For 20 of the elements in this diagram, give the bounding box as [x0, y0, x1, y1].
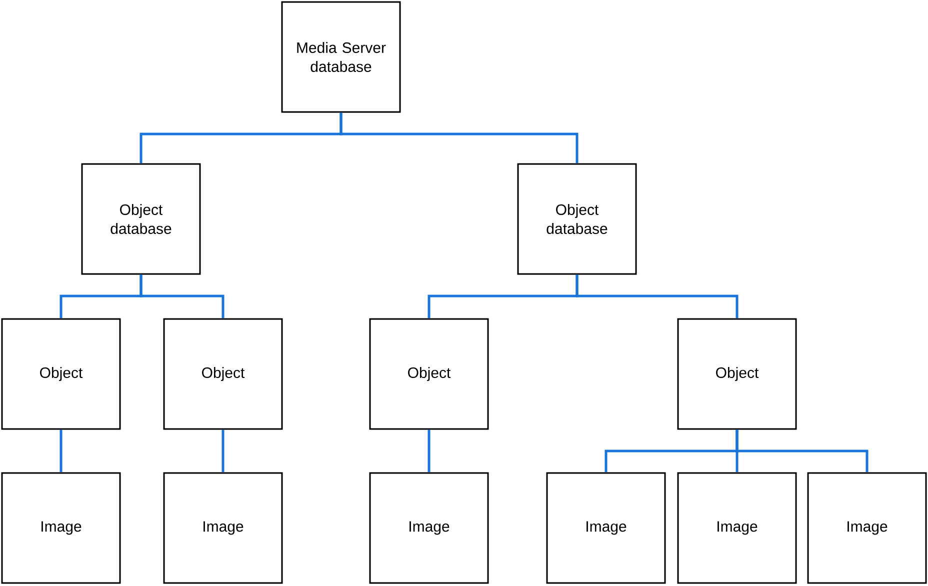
process-box: Object	[163, 318, 283, 430]
process-box: Image	[546, 472, 666, 584]
connector-line	[140, 274, 224, 318]
process-box: Object database	[517, 163, 637, 275]
process-box: Image	[677, 472, 797, 584]
connector-line	[736, 430, 868, 472]
connector-line	[60, 430, 62, 472]
connector-line	[576, 274, 738, 318]
connector-line	[340, 112, 578, 164]
process-box: Image	[807, 472, 927, 584]
process-box: Object	[677, 318, 797, 430]
connector-line	[428, 430, 430, 472]
process-box: Object	[369, 318, 489, 430]
connector-line	[222, 430, 224, 472]
process-box: Image	[369, 472, 489, 584]
process-box: Object	[1, 318, 121, 430]
process-box: Image	[163, 472, 283, 584]
process-box: Media Server database	[281, 1, 401, 113]
process-box: Image	[1, 472, 121, 584]
process-box: Object database	[81, 163, 201, 275]
